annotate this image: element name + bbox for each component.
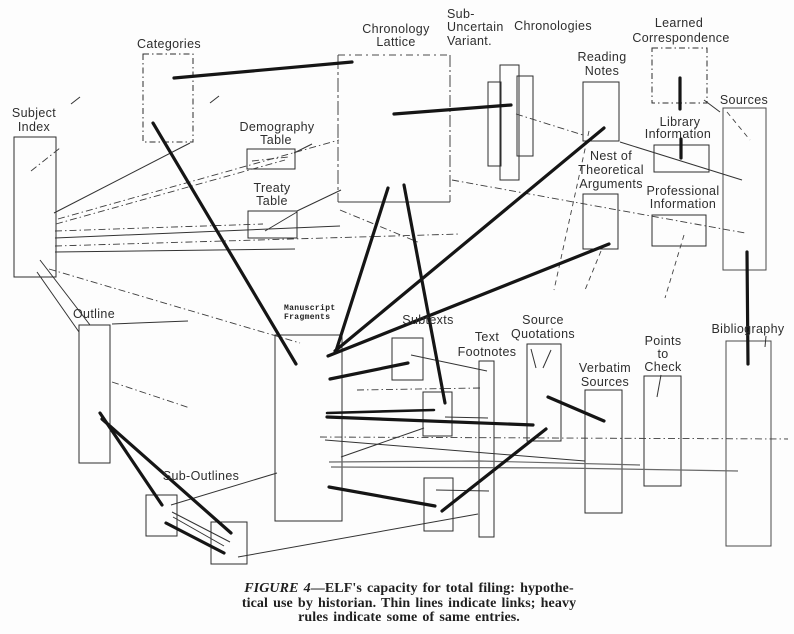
svg-text:Lattice: Lattice [376,35,415,49]
svg-text:Correspondence: Correspondence [632,31,729,45]
svg-text:Information: Information [650,197,716,211]
svg-text:Variant.: Variant. [447,34,492,48]
svg-text:Reading: Reading [577,50,626,64]
svg-text:Learned: Learned [655,16,703,30]
svg-text:Text: Text [475,330,500,344]
svg-text:Fragments: Fragments [284,313,330,322]
svg-text:Uncertain: Uncertain [447,20,504,34]
svg-text:Treaty: Treaty [253,181,290,195]
svg-text:FIGURE 4—ELF's capacity for to: FIGURE 4—ELF's capacity for total filing… [243,581,574,596]
svg-text:Points: Points [645,334,682,348]
svg-text:Information: Information [645,127,711,141]
svg-text:Sub-: Sub- [447,7,475,21]
svg-text:Sub-Outlines: Sub-Outlines [163,469,239,483]
svg-text:Demography: Demography [239,120,314,134]
svg-text:Table: Table [260,133,292,147]
svg-text:Bibliography: Bibliography [712,322,785,336]
svg-text:Check: Check [644,360,682,374]
svg-text:Index: Index [18,120,51,134]
svg-text:Table: Table [256,194,288,208]
svg-text:Outline: Outline [73,307,115,321]
svg-text:Footnotes: Footnotes [458,345,517,359]
svg-text:Professional: Professional [647,184,720,198]
svg-text:Source: Source [522,313,564,327]
svg-text:to: to [657,347,668,361]
svg-text:Library: Library [660,115,701,129]
svg-text:Categories: Categories [137,37,201,51]
svg-text:Arguments: Arguments [579,177,643,191]
svg-text:Chronologies: Chronologies [514,19,592,33]
svg-text:Subtexts: Subtexts [402,313,453,327]
svg-text:Theoretical: Theoretical [578,163,644,177]
svg-text:Sources: Sources [581,375,629,389]
svg-text:Quotations: Quotations [511,327,575,341]
svg-text:rules indicate some of same en: rules indicate some of same entries. [298,610,520,625]
svg-text:Verbatim: Verbatim [579,361,631,375]
svg-text:Sources: Sources [720,93,768,107]
svg-text:Chronology: Chronology [362,22,430,36]
svg-text:Manuscript: Manuscript [284,304,336,313]
svg-text:Notes: Notes [585,64,619,78]
svg-text:tical use by historian. Thin l: tical use by historian. Thin lines indic… [242,596,576,611]
svg-text:Subject: Subject [12,106,56,120]
svg-text:Nest of: Nest of [590,149,632,163]
